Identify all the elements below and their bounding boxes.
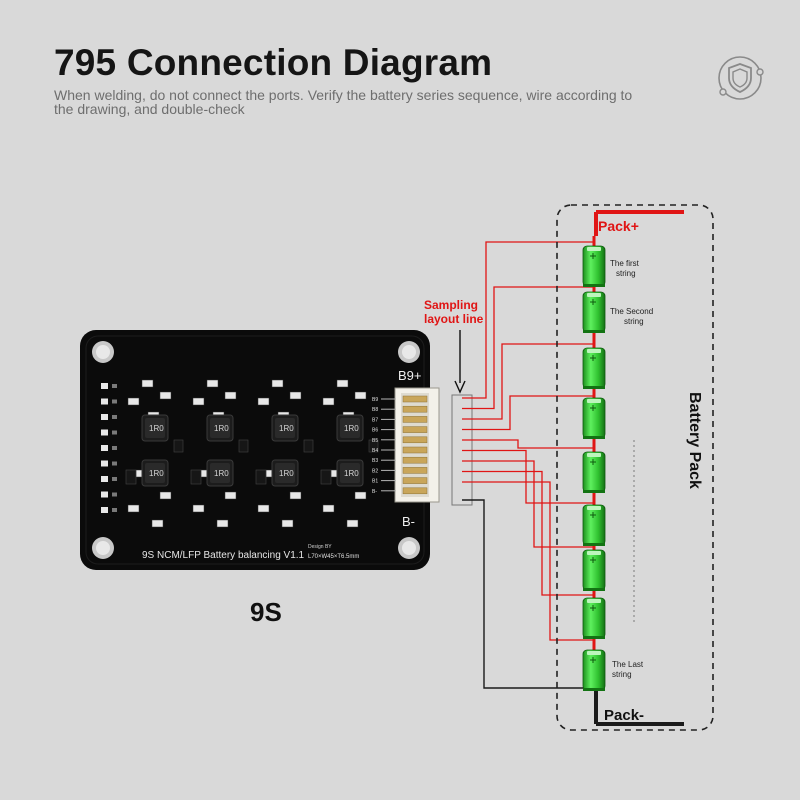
battery-cells (582, 245, 606, 691)
first-string-label-2: string (616, 269, 636, 278)
sampling-wire (462, 241, 594, 399)
svg-text:1R0: 1R0 (214, 424, 229, 433)
battery-cell (582, 549, 606, 591)
sampling-wire-negative (462, 499, 596, 689)
connector-pin (402, 416, 428, 423)
svg-text:1R0: 1R0 (279, 469, 294, 478)
connector-pin (402, 467, 428, 474)
svg-text:B7: B7 (372, 417, 378, 423)
svg-text:1R0: 1R0 (279, 424, 294, 433)
led (101, 398, 108, 405)
sampling-arrow (454, 330, 466, 394)
battery-pack: Pack+ Pack- Battery Pack The first strin… (556, 204, 714, 731)
board-design-note: Design BY (308, 544, 332, 550)
pack-minus-label: Pack- (604, 707, 644, 724)
led (101, 445, 108, 451)
svg-text:1R0: 1R0 (214, 469, 229, 478)
battery-cell (582, 504, 606, 546)
connector-pin (402, 395, 428, 403)
second-string-label-2: string (624, 317, 644, 326)
page-title: 795 Connection Diagram (54, 42, 493, 83)
battery-cell (582, 245, 606, 287)
connector-pin (402, 436, 428, 444)
svg-text:1R0: 1R0 (149, 424, 164, 433)
sampling-wire (462, 470, 594, 596)
svg-text:1R0: 1R0 (149, 469, 164, 478)
connector-pin (402, 446, 428, 454)
terminal-bminus-label: B- (402, 514, 415, 529)
battery-cell (582, 291, 606, 333)
led (101, 507, 108, 513)
led (101, 460, 108, 467)
led (101, 429, 108, 436)
board-silkscreen: 9S NCM/LFP Battery balancing V1.1 (142, 550, 305, 561)
first-string-label: The first (610, 259, 640, 268)
balancing-circuits: 1R0 1R0 1R0 1R0 1R0 1R0 1R0 1R0 (125, 379, 379, 528)
connector-pin (402, 456, 428, 464)
sampling-wire (462, 286, 594, 410)
svg-text:B1: B1 (372, 479, 378, 485)
sampling-wire (462, 395, 594, 431)
shield-icon (718, 56, 764, 100)
led (101, 491, 108, 498)
svg-text:1R0: 1R0 (344, 424, 359, 433)
connector-pin (402, 426, 428, 433)
last-string-label: The Last (612, 660, 644, 669)
battery-cell (582, 451, 606, 493)
battery-cell (582, 397, 606, 439)
connector-pin (402, 487, 428, 495)
svg-text:B9: B9 (372, 397, 378, 403)
led (101, 414, 108, 420)
mounting-hole (92, 341, 420, 559)
svg-text:B4: B4 (372, 448, 378, 454)
svg-text:B3: B3 (372, 458, 378, 464)
last-string-label-2: string (612, 670, 632, 679)
second-string-label: The Second (610, 307, 653, 316)
svg-text:B6: B6 (372, 428, 378, 434)
sampling-wire (462, 449, 594, 504)
svg-text:B2: B2 (372, 468, 378, 474)
sampling-wire (462, 343, 594, 420)
svg-text:B-: B- (372, 489, 377, 495)
battery-cell (582, 347, 606, 389)
led-indicators (101, 383, 117, 513)
sampling-wire (462, 481, 594, 641)
series-label: 9S (250, 597, 282, 627)
svg-text:1R0: 1R0 (344, 469, 359, 478)
battery-cell (582, 597, 606, 639)
sampling-wire (462, 439, 594, 449)
page-subtitle: When welding, do not connect the ports. … (54, 87, 633, 117)
led (101, 383, 108, 389)
battery-cell (582, 649, 606, 691)
sampling-wires (462, 241, 596, 689)
sampling-label-line2: layout line (424, 312, 484, 326)
battery-pack-label: Battery Pack (686, 392, 703, 489)
sampling-wire (462, 460, 594, 548)
svg-text:B8: B8 (372, 407, 378, 413)
connector-pin (402, 477, 428, 484)
sampling-label-line1: Sampling (424, 298, 478, 312)
svg-text:B5: B5 (372, 438, 378, 444)
terminal-b9-label: B9+ (398, 368, 422, 383)
connector-pin (402, 405, 428, 413)
board-dimensions: L70×W45×T6.5mm (308, 554, 359, 560)
led (101, 476, 108, 482)
pack-plus-label: Pack+ (598, 218, 639, 234)
